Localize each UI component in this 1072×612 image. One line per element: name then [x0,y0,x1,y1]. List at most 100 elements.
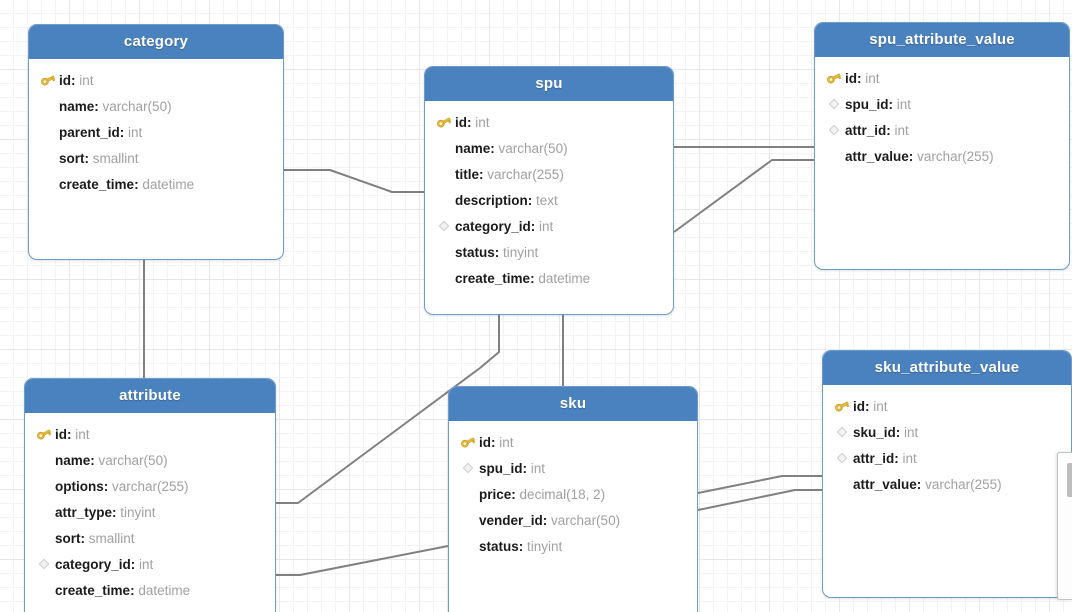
field-text: description: text [455,193,558,208]
field-separator: : [84,150,90,166]
field-icon-none [37,122,59,142]
field-name: name [455,140,491,156]
field-row[interactable]: attr_id: int [823,445,1071,471]
field-separator: : [94,98,99,114]
foreign-key-icon [828,124,840,136]
field-separator: : [90,452,95,468]
field-name: name [55,452,91,468]
primary-key-icon [835,401,850,412]
field-row[interactable]: name: varchar(50) [25,447,275,473]
field-row[interactable]: options: varchar(255) [25,473,275,499]
field-name: spu_id [479,460,523,476]
field-text: vender_id: varchar(50) [479,513,620,528]
field-row[interactable]: title: varchar(255) [425,161,673,187]
field-type: int [530,460,546,476]
field-row[interactable]: name: varchar(50) [425,135,673,161]
primary-key-icon [33,424,55,444]
field-row[interactable]: attr_value: varchar(255) [823,471,1071,497]
foreign-key-icon [828,98,840,110]
field-text: id: int [59,73,94,88]
field-row[interactable]: create_time: datetime [425,265,673,291]
field-type: varchar(255) [112,478,189,494]
foreign-key-icon [836,452,848,464]
field-name: id [853,398,865,414]
field-separator: : [479,166,484,182]
field-row[interactable]: sku_id: int [823,419,1071,445]
field-icon-none [831,474,853,494]
field-row[interactable]: vender_id: varchar(50) [449,507,697,533]
field-separator: : [119,124,125,140]
field-text: attr_id: int [845,123,909,138]
field-type: int [128,124,143,140]
foreign-key-icon [33,554,55,574]
relationship-sku-sku_attribute_value-2[interactable] [697,489,822,511]
relationship-spu-spu_attribute_value-2[interactable] [673,159,814,233]
field-separator: : [886,122,891,138]
field-name: spu_id [845,96,889,112]
field-type: varchar(50) [498,140,568,156]
collapsed-side-panel[interactable] [1057,452,1072,600]
field-row[interactable]: spu_id: int [815,91,1069,117]
field-type: text [536,192,558,208]
side-panel-drag-handle[interactable] [1067,463,1072,497]
field-row[interactable]: sort: smallint [29,145,283,171]
field-text: options: varchar(255) [55,479,189,494]
primary-key-icon [41,75,56,86]
field-row[interactable]: id: int [815,65,1069,91]
field-row[interactable]: name: varchar(50) [29,93,283,119]
field-row[interactable]: price: decimal(18, 2) [449,481,697,507]
field-row[interactable]: category_id: int [25,551,275,577]
field-row[interactable]: sort: smallint [25,525,275,551]
field-row[interactable]: spu_id: int [449,455,697,481]
field-text: sort: smallint [55,531,135,546]
field-row[interactable]: create_time: datetime [29,171,283,197]
relationship-category-spu[interactable] [284,169,424,193]
field-row[interactable]: status: tinyint [425,239,673,265]
field-row[interactable]: id: int [425,109,673,135]
field-type: tinyint [120,504,156,520]
field-text: price: decimal(18, 2) [479,487,605,502]
entity-title-category: category [29,25,283,59]
field-separator: : [130,582,135,598]
entity-fields-category: id: int name: varchar(50)parent_id: int so… [29,59,283,203]
field-name: options [55,478,104,494]
field-row[interactable]: create_time: datetime [25,577,275,603]
field-row[interactable]: id: int [823,393,1071,419]
entity-title-sku_attribute_value: sku_attribute_value [823,351,1071,385]
field-separator: : [542,512,548,528]
field-row[interactable]: parent_id: int [29,119,283,145]
field-row[interactable]: attr_value: varchar(255) [815,143,1069,169]
field-separator: : [522,460,528,476]
relationship-attribute-sku[interactable] [276,545,449,576]
foreign-key-icon [433,216,455,236]
field-name: id [455,114,467,130]
field-row[interactable]: category_id: int [425,213,673,239]
field-type: int [865,70,880,86]
field-row[interactable]: status: tinyint [449,533,697,559]
entity-table-category[interactable]: category id: int name: varchar(50)parent_i… [28,24,284,260]
field-type: varchar(255) [917,148,994,164]
field-row[interactable]: id: int [25,421,275,447]
field-icon-none [33,450,55,470]
field-name: id [845,70,857,86]
field-row[interactable]: attr_type: tinyint [25,499,275,525]
relationship-sku-sku_attribute_value[interactable] [697,475,822,494]
field-row[interactable]: description: text [425,187,673,213]
field-row[interactable]: id: int [449,429,697,455]
field-name: description [455,192,528,208]
field-type: int [139,556,154,572]
field-separator: : [491,434,496,450]
field-row[interactable]: id: int [29,67,283,93]
field-type: varchar(50) [102,98,172,114]
field-separator: : [130,556,136,572]
field-separator: : [490,140,495,156]
field-row[interactable]: attr_id: int [815,117,1069,143]
field-text: sort: smallint [59,151,139,166]
